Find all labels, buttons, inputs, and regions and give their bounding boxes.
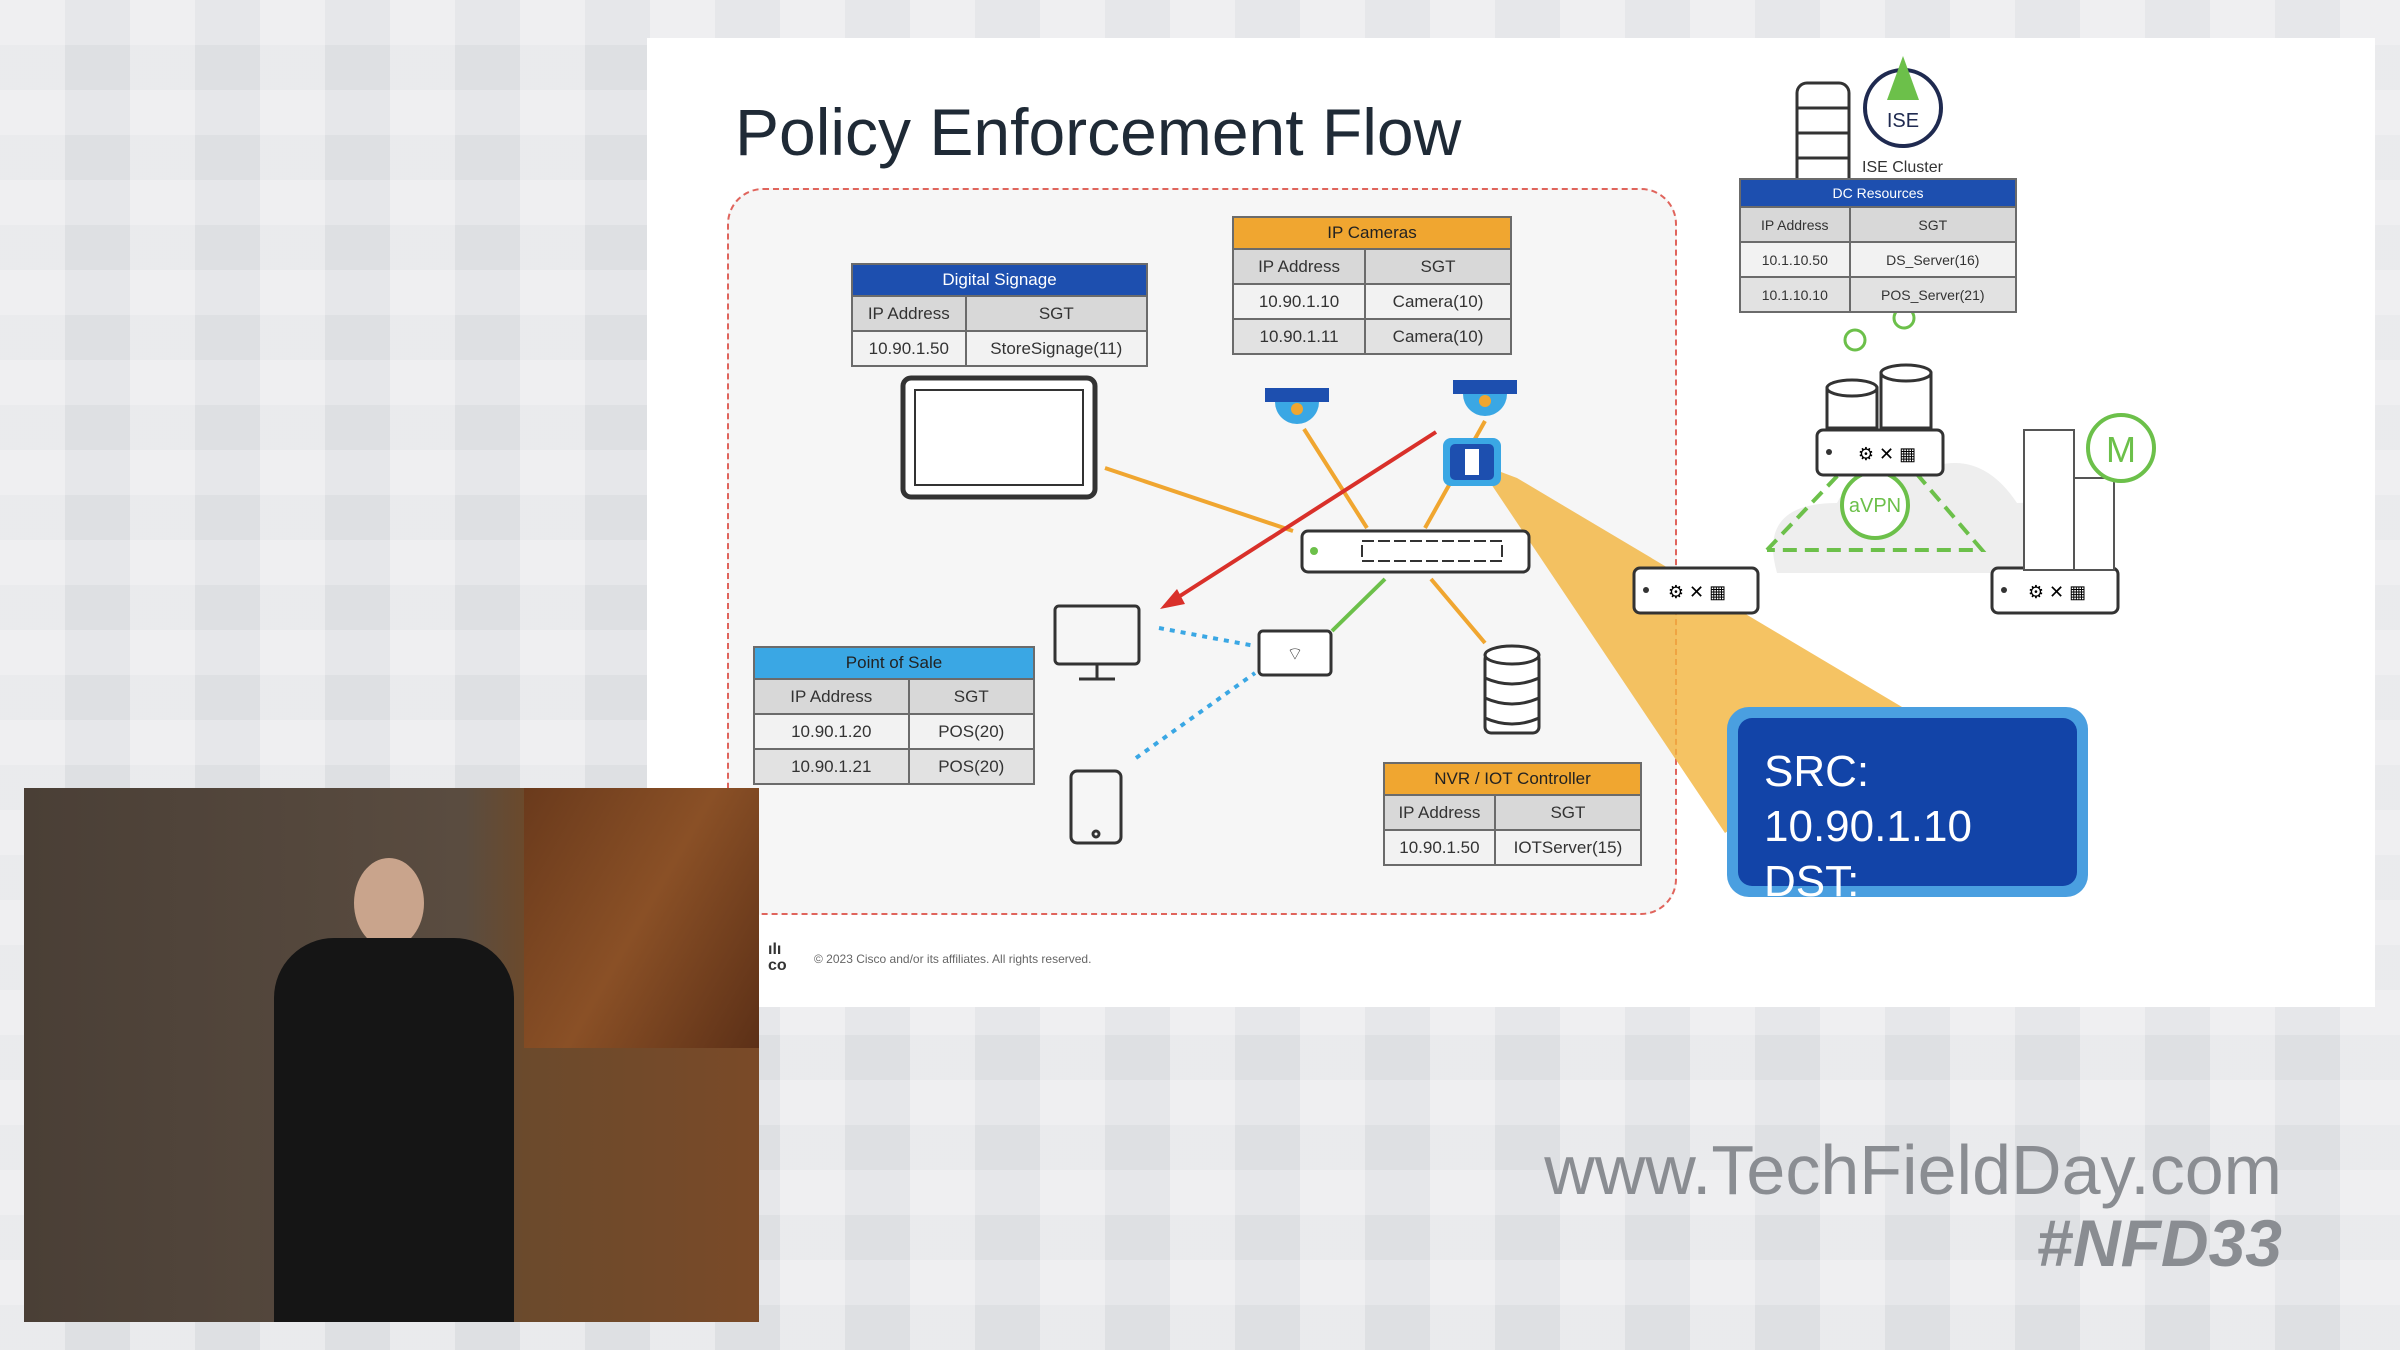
speaker-body xyxy=(274,938,514,1322)
mx-appliance-icon: ⚙ ✕ ▦ xyxy=(1990,566,2120,615)
watermark-tag: #NFD33 xyxy=(2036,1206,2282,1280)
svg-text:⚙ ✕ ▦: ⚙ ✕ ▦ xyxy=(1858,444,1916,464)
avpn-label: aVPN xyxy=(1849,495,1901,517)
network-diagram: ⌔ aVPN ⚙ ✕ ▦ ⚙ ✕ ▦ ⚙ ✕ ▦ M ISE ISE Clust… xyxy=(900,56,2156,845)
desktop-icon xyxy=(1053,604,1141,681)
location-pin-icon xyxy=(1843,306,1916,352)
flow-src: SRC: 10.90.1.10 xyxy=(1764,747,1972,851)
mx-appliance-icon: ⚙ ✕ ▦ xyxy=(1815,428,1945,477)
flow-arrow-head xyxy=(1160,589,1185,609)
ise-arrow-icon xyxy=(1887,56,1919,100)
wifi-link-desktop xyxy=(1158,626,1256,648)
ise-cluster-caption: ISE Cluster xyxy=(1862,159,1944,176)
datacenter-databases-icon xyxy=(1825,363,1933,430)
meraki-label: M xyxy=(2106,429,2136,470)
presentation-slide: Policy Enforcement Flow ⌔ xyxy=(647,38,2375,1007)
link-switch-ap xyxy=(1330,577,1387,633)
building-icon xyxy=(2023,429,2115,571)
tablet-icon xyxy=(1069,769,1123,845)
svg-text:⚙ ✕ ▦: ⚙ ✕ ▦ xyxy=(2028,582,2086,602)
speaker-head xyxy=(354,858,424,948)
copyright-footer: © 2023 Cisco and/or its affiliates. All … xyxy=(814,952,1092,966)
slide-title: Policy Enforcement Flow xyxy=(735,95,1462,169)
flow-callout: SRC: 10.90.1.10 DST: 10.90.1.20 xyxy=(1727,707,2088,961)
svg-text:⚙ ✕ ▦: ⚙ ✕ ▦ xyxy=(1668,582,1726,602)
svg-text:⌔: ⌔ xyxy=(1287,644,1304,664)
switch-icon xyxy=(1300,529,1531,574)
flow-dst: DST: 10.90.1.20 xyxy=(1764,857,1972,961)
camera-icon xyxy=(1265,388,1329,424)
policy-document-icon xyxy=(1443,438,1501,486)
meraki-circle xyxy=(2086,413,2156,483)
access-point-icon: ⌔ xyxy=(1257,629,1333,677)
avpn-tunnels xyxy=(1765,428,1987,552)
wood-panel xyxy=(524,788,759,1048)
nvr-database-icon xyxy=(1483,644,1541,735)
link-camera1-switch xyxy=(1302,427,1369,530)
flow-arrow xyxy=(1167,430,1438,605)
wifi-link-tablet xyxy=(1134,671,1257,760)
link-switch-nvr xyxy=(1429,577,1487,645)
link-signage-switch xyxy=(1104,466,1294,533)
watermark-site: www.TechFieldDay.com xyxy=(1544,1131,2282,1209)
mx-appliance-icon: ⚙ ✕ ▦ xyxy=(1632,566,1760,615)
speaker-video xyxy=(24,788,759,1322)
ise-label: ISE xyxy=(1887,110,1919,132)
camera-icon xyxy=(1453,380,1517,416)
